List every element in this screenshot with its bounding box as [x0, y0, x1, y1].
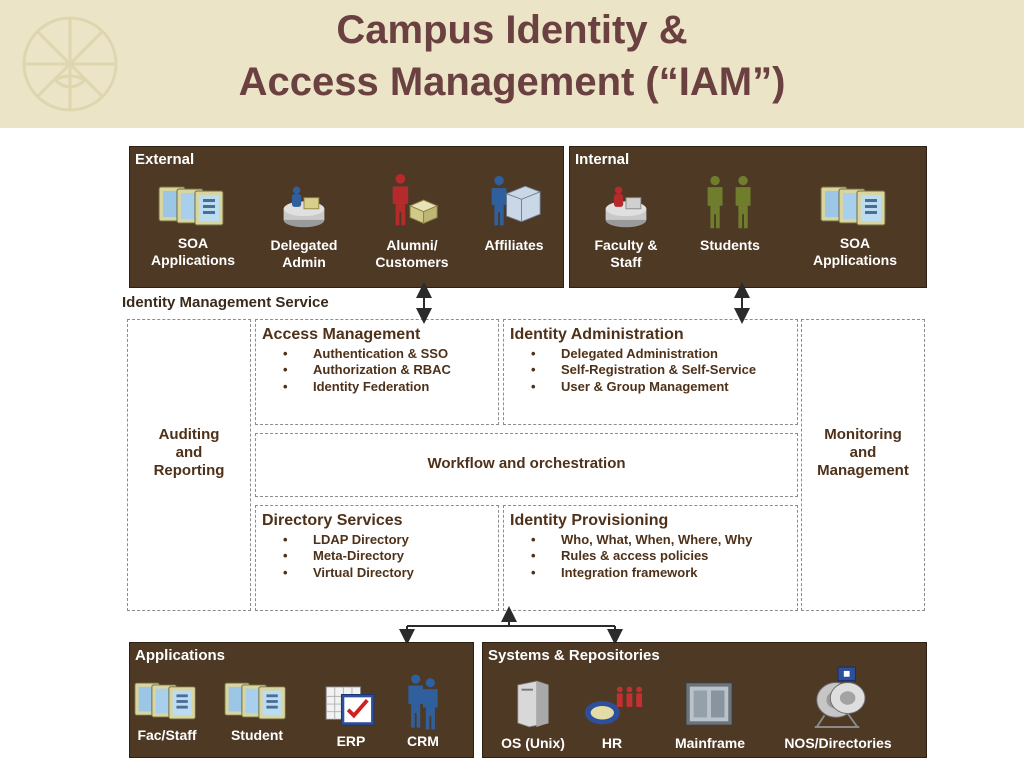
external-item-soa-applications: SOA Applications — [138, 183, 248, 269]
directory-reel-icon — [809, 665, 867, 731]
page-title: Campus Identity & Access Management (“IA… — [0, 4, 1024, 108]
systems-panel: Systems & Repositories OS (Unix) HR Main… — [482, 642, 927, 758]
internal-item-soa-applications: SOA Applications — [800, 183, 910, 269]
internal-item-faculty-staff: Faculty & Staff — [576, 181, 676, 271]
identity-management-service-label: Identity Management Service — [122, 294, 329, 311]
item-label: Delegated Admin — [270, 237, 338, 270]
identity-provisioning-list: Who, What, When, Where, Why Rules & acce… — [504, 532, 752, 581]
systems-item-nos-directories: NOS/Directories — [773, 665, 903, 752]
header-banner: Campus Identity & Access Management (“IA… — [0, 0, 1024, 128]
applications-item-student: Student — [222, 679, 292, 744]
seal-watermark-icon — [22, 16, 118, 112]
list-item: Authorization & RBAC — [256, 362, 451, 379]
applications-item-erp: ERP — [316, 683, 386, 750]
hr-icon — [581, 683, 643, 727]
auditing-box: Auditing and Reporting — [127, 319, 251, 611]
item-label: Student — [230, 727, 284, 743]
monitoring-text: Monitoring and Management — [817, 426, 909, 479]
item-label: Students — [700, 237, 760, 253]
identity-provisioning-title: Identity Provisioning — [510, 512, 669, 529]
item-label: OS (Unix) — [501, 735, 565, 751]
access-management-title: Access Management — [262, 326, 421, 343]
applications-item-fac-staff: Fac/Staff — [132, 679, 202, 744]
identity-administration-box: Identity Administration Delegated Admini… — [503, 319, 798, 425]
internal-item-students: Students — [682, 175, 778, 254]
list-item: Authentication & SSO — [256, 346, 451, 363]
list-item: Meta-Directory — [256, 548, 414, 565]
list-item: Identity Federation — [256, 379, 451, 396]
soa-apps-icon — [223, 679, 291, 723]
page-title-line-1: Campus Identity & — [336, 8, 688, 52]
item-label: SOA Applications — [150, 235, 235, 268]
external-item-affiliates: Affiliates — [468, 175, 560, 254]
list-item: Integration framework — [504, 565, 752, 582]
directory-services-box: Directory Services LDAP Directory Meta-D… — [255, 505, 499, 611]
list-item: Delegated Administration — [504, 346, 756, 363]
list-item: LDAP Directory — [256, 532, 414, 549]
item-label: Faculty & Staff — [594, 237, 658, 270]
applications-panel: Applications Fac/Staff Student ERP CRM — [129, 642, 474, 758]
item-label: Fac/Staff — [137, 727, 197, 743]
systems-item-mainframe: Mainframe — [663, 677, 757, 752]
directory-services-list: LDAP Directory Meta-Directory Virtual Di… — [256, 532, 414, 581]
external-panel: External SOA Applications Delegated Admi… — [129, 146, 564, 288]
external-item-alumni-customers: Alumni/ Customers — [360, 173, 464, 271]
item-label: Alumni/ Customers — [375, 237, 449, 270]
external-item-delegated-admin: Delegated Admin — [254, 181, 354, 271]
monitoring-box: Monitoring and Management — [801, 319, 925, 611]
calendar-check-icon — [324, 683, 378, 727]
list-item: Rules & access policies — [504, 548, 752, 565]
systems-label: Systems & Repositories — [488, 647, 660, 664]
applications-label: Applications — [135, 647, 226, 664]
access-management-list: Authentication & SSO Authorization & RBA… — [256, 346, 451, 395]
soa-apps-icon — [133, 679, 201, 723]
list-item: User & Group Management — [504, 379, 756, 396]
access-management-box: Access Management Authentication & SSO A… — [255, 319, 499, 425]
external-label: External — [135, 151, 195, 168]
item-label: Affiliates — [484, 237, 544, 253]
identity-administration-title: Identity Administration — [510, 326, 684, 343]
identity-administration-list: Delegated Administration Self-Registrati… — [504, 346, 756, 395]
list-item: Self-Registration & Self-Service — [504, 362, 756, 379]
people-icon — [401, 673, 445, 731]
auditing-text: Auditing and Reporting — [153, 426, 225, 479]
internal-label: Internal — [575, 151, 630, 168]
item-label: SOA Applications — [812, 235, 897, 268]
internal-panel: Internal Faculty & Staff Students SOA Ap… — [569, 146, 927, 288]
systems-item-hr: HR — [579, 683, 645, 752]
item-label: HR — [601, 735, 623, 751]
page-title-line-2: Access Management (“IAM”) — [238, 60, 786, 104]
item-label: ERP — [336, 733, 366, 749]
identity-provisioning-box: Identity Provisioning Who, What, When, W… — [503, 505, 798, 611]
item-label: Mainframe — [674, 735, 746, 751]
applications-item-crm: CRM — [388, 673, 458, 750]
systems-item-os-unix: OS (Unix) — [491, 677, 575, 752]
mainframe-icon — [682, 677, 738, 729]
item-label: NOS/Directories — [784, 735, 892, 751]
item-label: CRM — [407, 733, 439, 749]
server-icon — [512, 677, 554, 731]
workflow-box: Workflow and orchestration — [255, 433, 798, 497]
workflow-text: Workflow and orchestration — [427, 455, 626, 472]
list-item: Virtual Directory — [256, 565, 414, 582]
directory-services-title: Directory Services — [262, 512, 403, 529]
list-item: Who, What, When, Where, Why — [504, 532, 752, 549]
